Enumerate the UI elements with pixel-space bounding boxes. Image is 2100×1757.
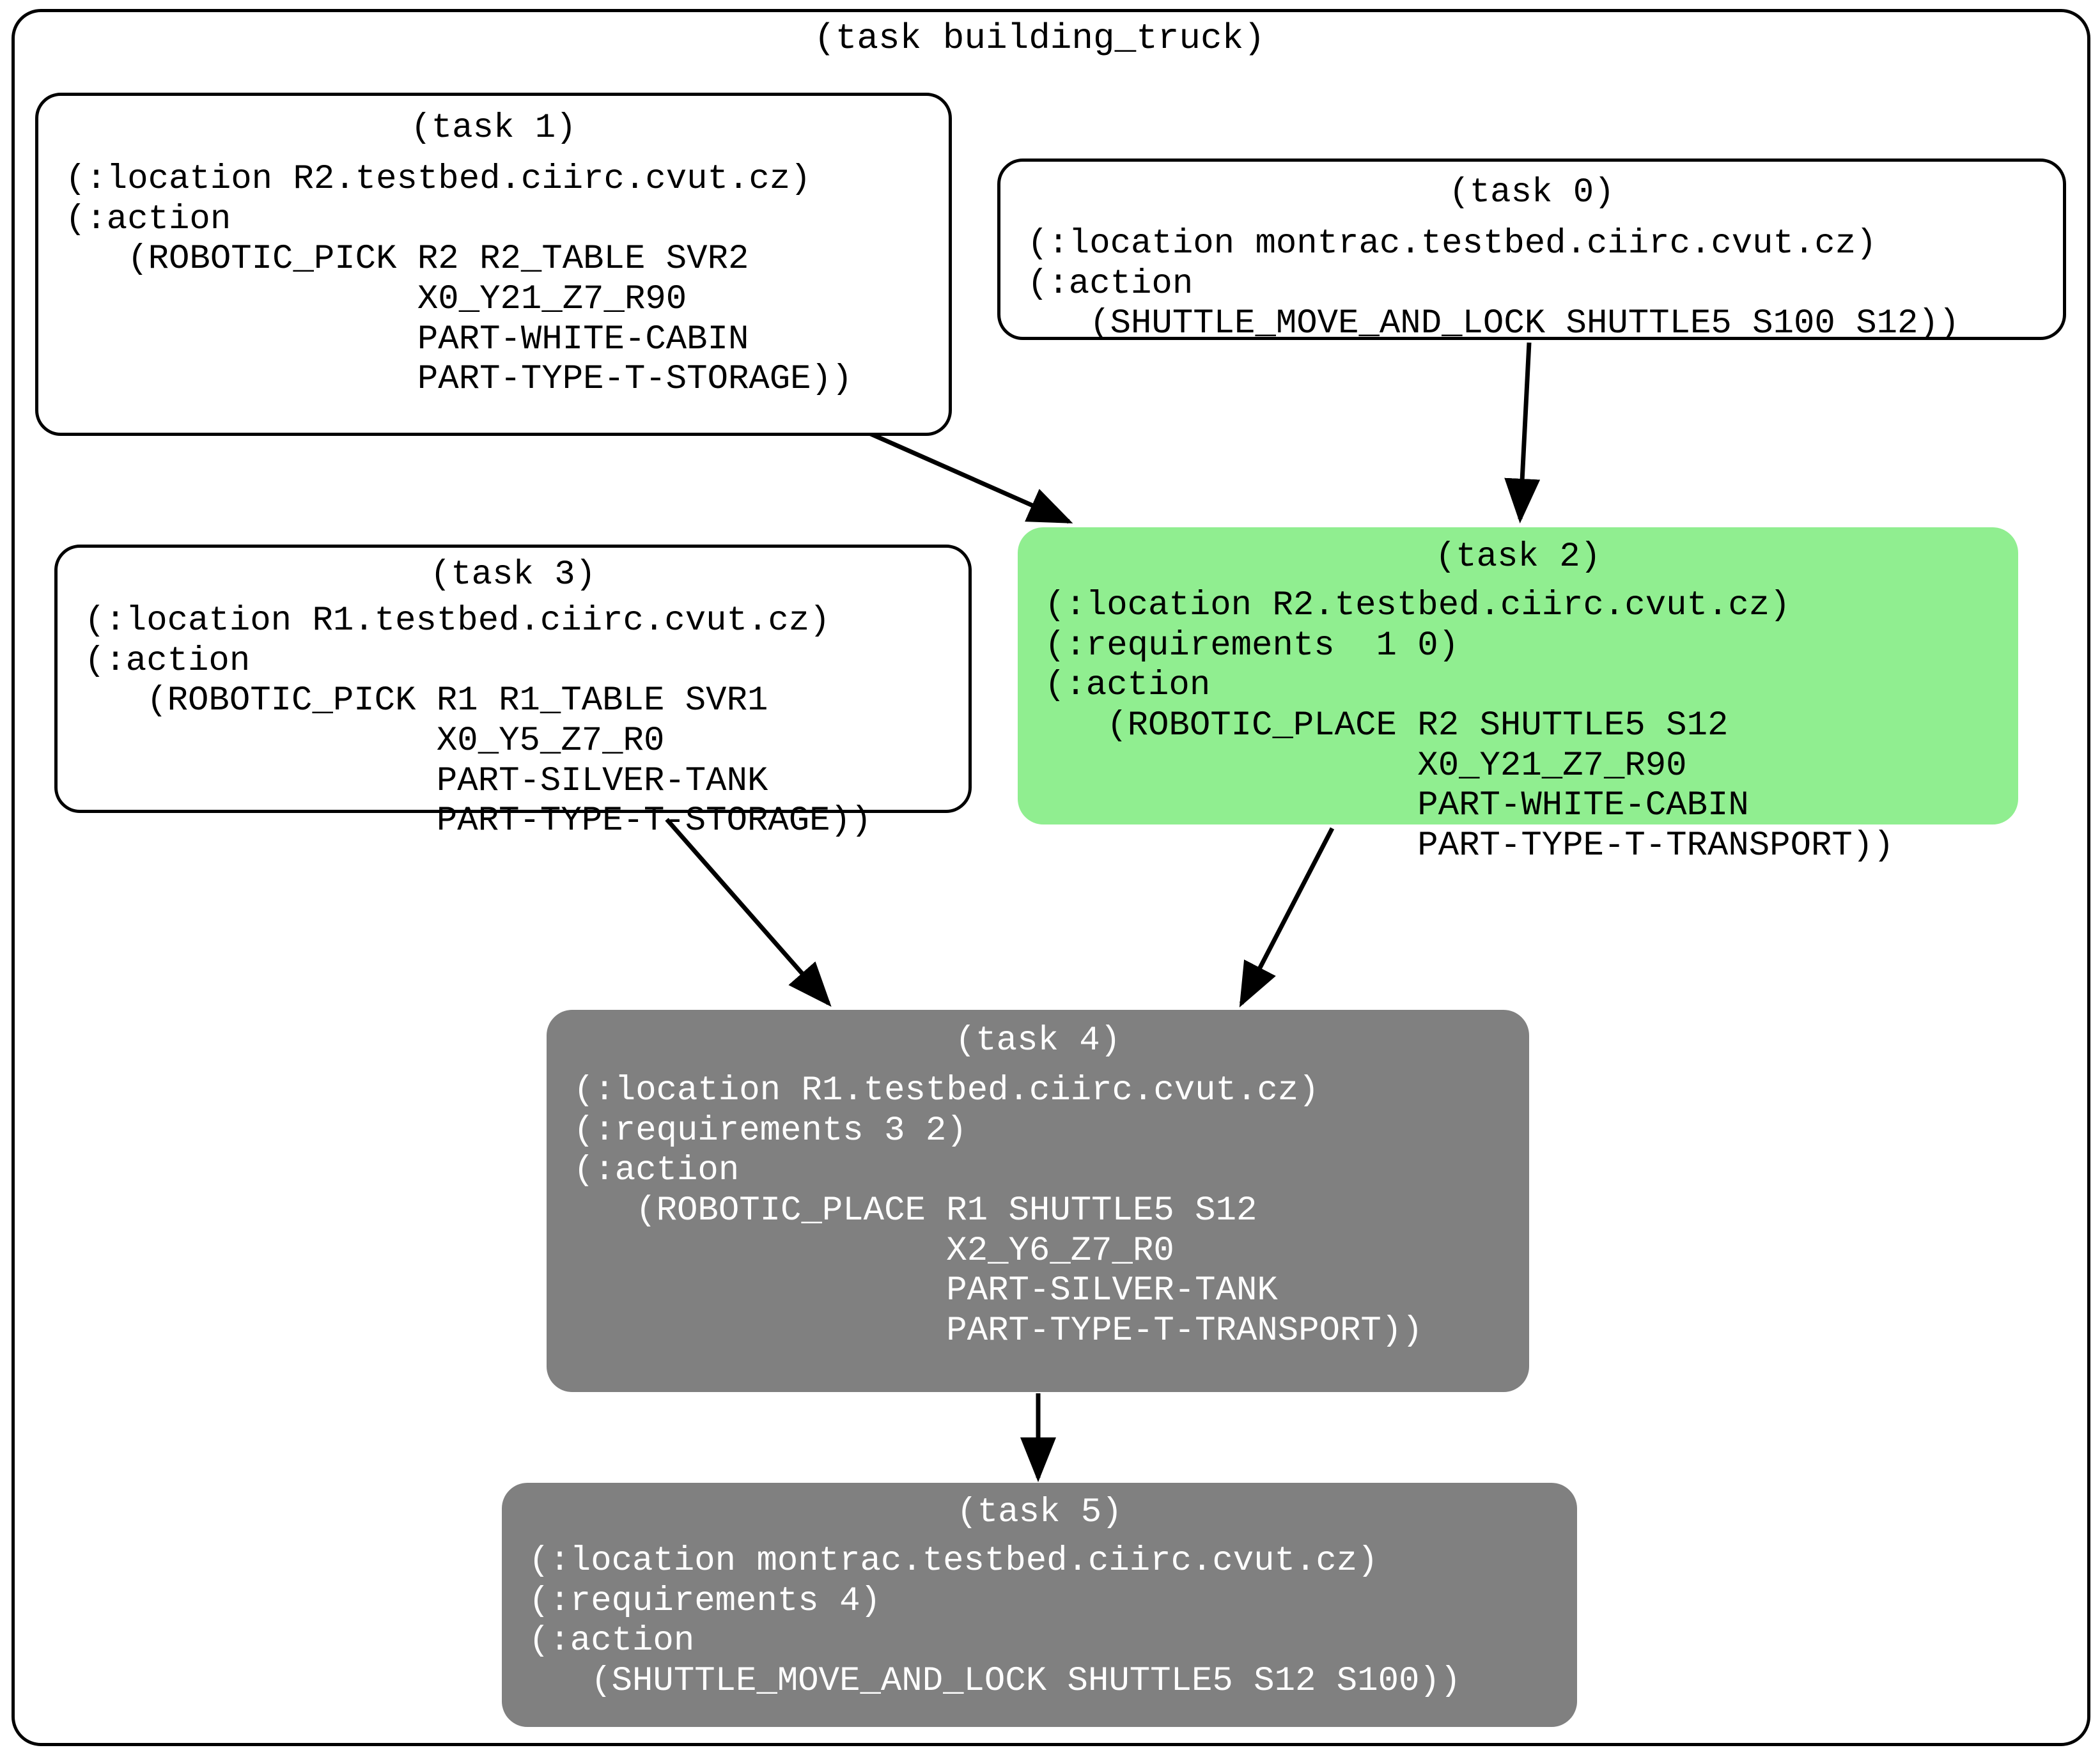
task-node-task1[interactable]: (task 1) (:location R2.testbed.ciirc.cvu… xyxy=(35,93,952,436)
task-node-title: (task 4) xyxy=(954,1021,1121,1060)
graph-title: (task building_truck) xyxy=(814,18,1265,59)
task-node-task2[interactable]: (task 2) (:location R2.testbed.ciirc.cvu… xyxy=(1018,527,2018,865)
task-node-title: (task 0) xyxy=(1449,173,1615,212)
task-node-title: (task 2) xyxy=(1435,538,1601,577)
task-node-task3[interactable]: (task 3) (:location R1.testbed.ciirc.cvu… xyxy=(54,545,972,840)
task-node-title: (task 5) xyxy=(956,1493,1123,1532)
task-node-body: (:location montrac.testbed.ciirc.cvut.cz… xyxy=(1027,224,1960,344)
task-node-body: (:location R1.testbed.ciirc.cvut.cz) (:a… xyxy=(84,601,872,841)
task-node-task5[interactable]: (task 5) (:location montrac.testbed.ciir… xyxy=(502,1483,1577,1727)
task-node-task4[interactable]: (task 4) (:location R1.testbed.ciirc.cvu… xyxy=(547,1010,1529,1392)
task-node-body: (:location R1.testbed.ciirc.cvut.cz) (:r… xyxy=(573,1071,1423,1351)
task-node-body: (:location R2.testbed.ciirc.cvut.cz) (:a… xyxy=(65,160,853,399)
task-node-body: (:location R2.testbed.ciirc.cvut.cz) (:r… xyxy=(1045,586,1894,865)
task-node-task0[interactable]: (task 0) (:location montrac.testbed.ciir… xyxy=(997,159,2066,343)
task-node-body: (:location montrac.testbed.ciirc.cvut.cz… xyxy=(529,1542,1461,1701)
task-node-title: (task 3) xyxy=(430,555,596,594)
task-node-title: (task 1) xyxy=(410,109,577,148)
